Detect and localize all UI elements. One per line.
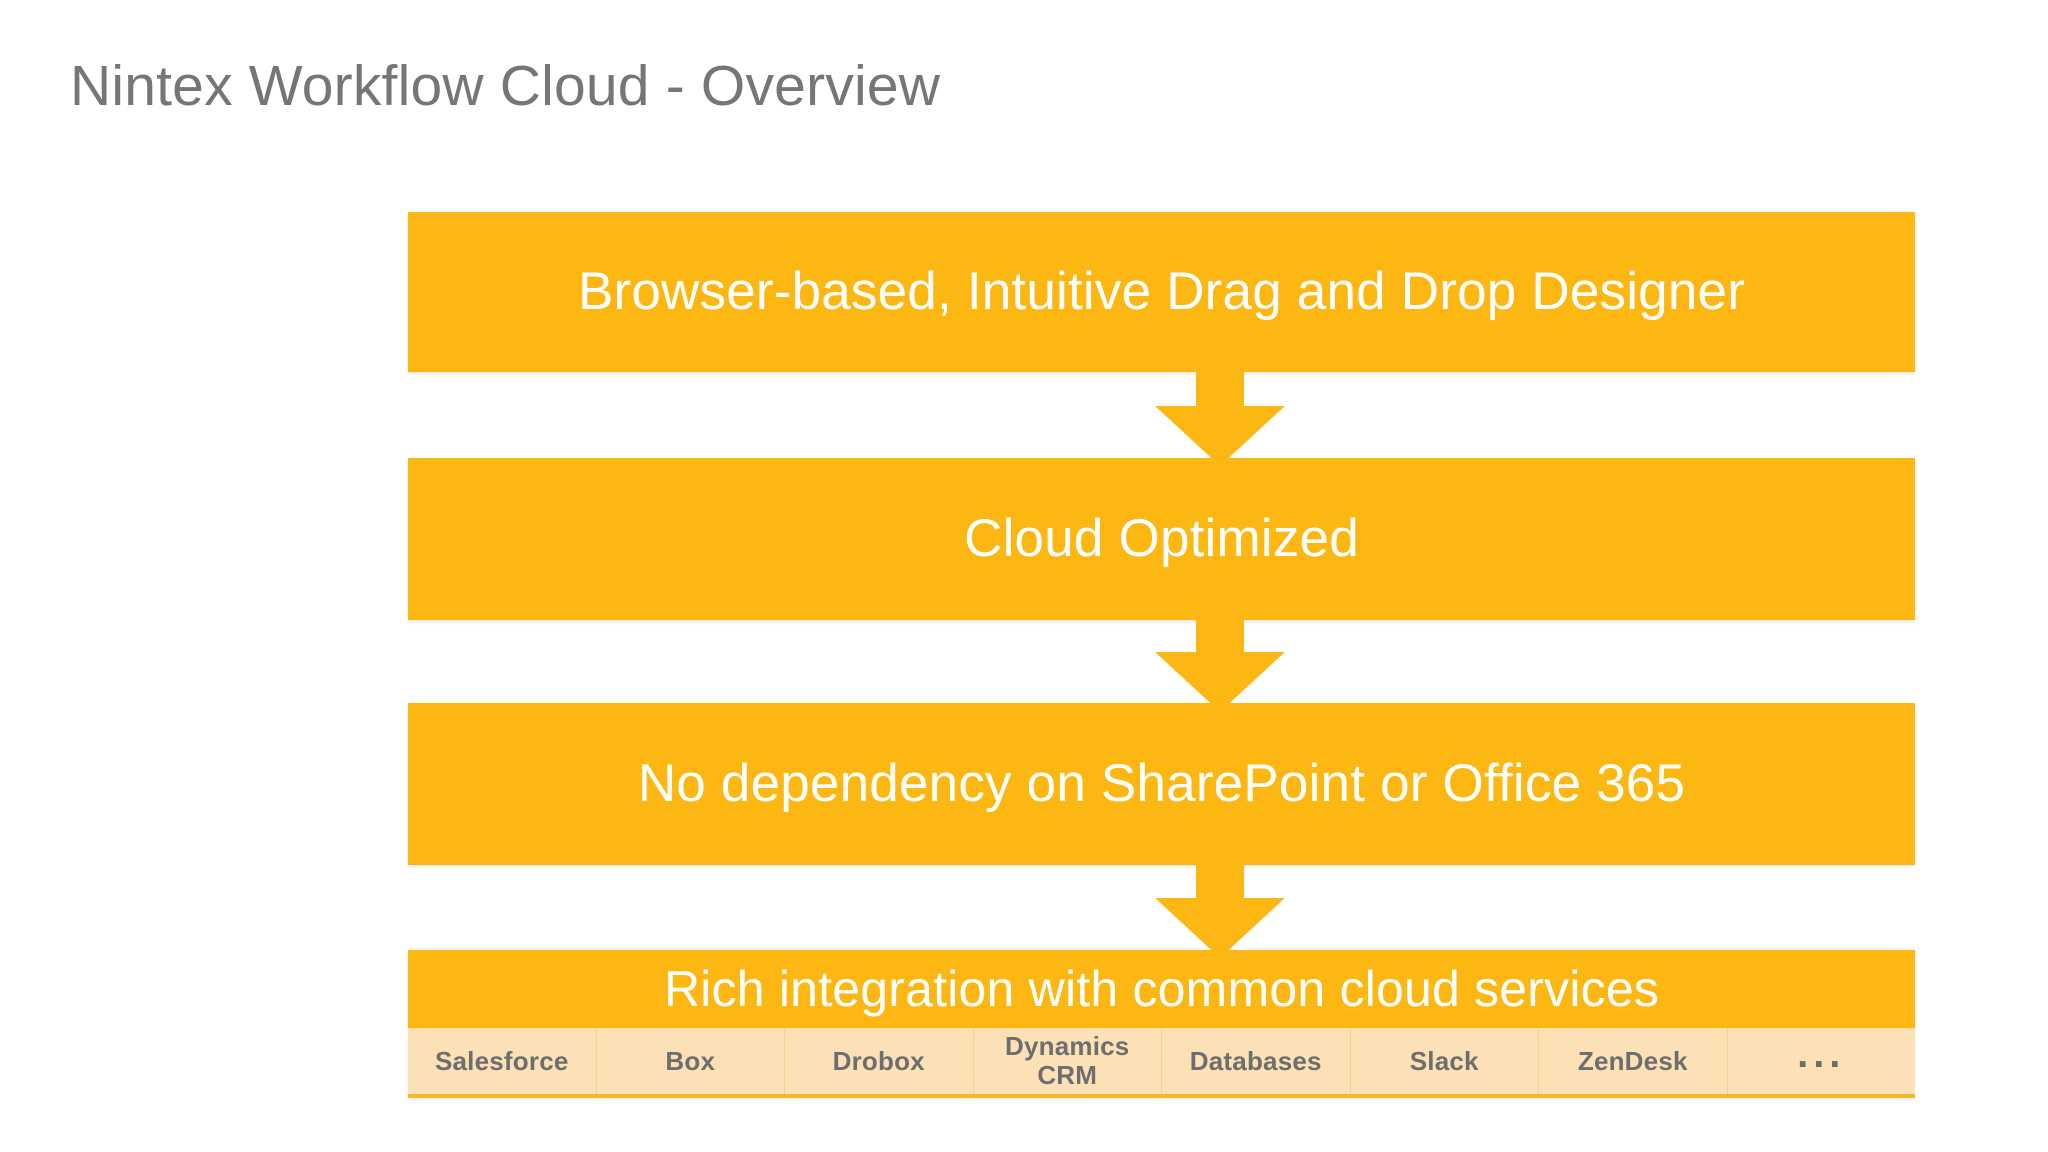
integration-label: Databases bbox=[1189, 1045, 1322, 1076]
integration-label: Salesforce bbox=[434, 1045, 569, 1076]
integration-item-dynamics-crm[interactable]: Dynamics CRM bbox=[974, 1028, 1162, 1094]
integration-item-slack[interactable]: Slack bbox=[1351, 1028, 1539, 1094]
arrow-down-icon-1 bbox=[1155, 370, 1285, 466]
integration-label: Dynamics CRM bbox=[1005, 1031, 1130, 1090]
flow-bar-2[interactable]: Cloud Optimized bbox=[408, 458, 1915, 620]
integration-label: Box bbox=[665, 1045, 716, 1076]
integrations-strip: Salesforce Box Drobox Dynamics CRM Datab… bbox=[408, 1028, 1915, 1098]
integration-label: ZenDesk bbox=[1577, 1045, 1688, 1076]
arrow-down-icon-3 bbox=[1155, 862, 1285, 958]
integration-item-databases[interactable]: Databases bbox=[1162, 1028, 1351, 1094]
flow-bar-4-label: Rich integration with common cloud servi… bbox=[663, 961, 1660, 1017]
page-title: Nintex Workflow Cloud - Overview bbox=[70, 54, 941, 118]
ellipsis-icon: ... bbox=[1797, 1032, 1846, 1076]
integration-item-zendesk[interactable]: ZenDesk bbox=[1539, 1028, 1728, 1094]
flow-bar-3-label: No dependency on SharePoint or Office 36… bbox=[637, 754, 1686, 813]
integration-item-more[interactable]: ... bbox=[1728, 1028, 1916, 1094]
flow-bar-1[interactable]: Browser-based, Intuitive Drag and Drop D… bbox=[408, 212, 1915, 372]
workflow-diagram: Browser-based, Intuitive Drag and Drop D… bbox=[408, 212, 1915, 1100]
flow-bar-3[interactable]: No dependency on SharePoint or Office 36… bbox=[408, 703, 1915, 865]
arrow-down-icon-2 bbox=[1155, 616, 1285, 712]
integration-label: Slack bbox=[1409, 1045, 1479, 1076]
flow-bar-1-label: Browser-based, Intuitive Drag and Drop D… bbox=[577, 262, 1746, 321]
integration-label: Drobox bbox=[832, 1045, 925, 1076]
flow-bar-2-label: Cloud Optimized bbox=[964, 509, 1359, 568]
integration-item-box[interactable]: Box bbox=[597, 1028, 785, 1094]
integration-item-drobox[interactable]: Drobox bbox=[785, 1028, 974, 1094]
integration-item-salesforce[interactable]: Salesforce bbox=[408, 1028, 597, 1094]
flow-bar-4[interactable]: Rich integration with common cloud servi… bbox=[408, 950, 1915, 1028]
